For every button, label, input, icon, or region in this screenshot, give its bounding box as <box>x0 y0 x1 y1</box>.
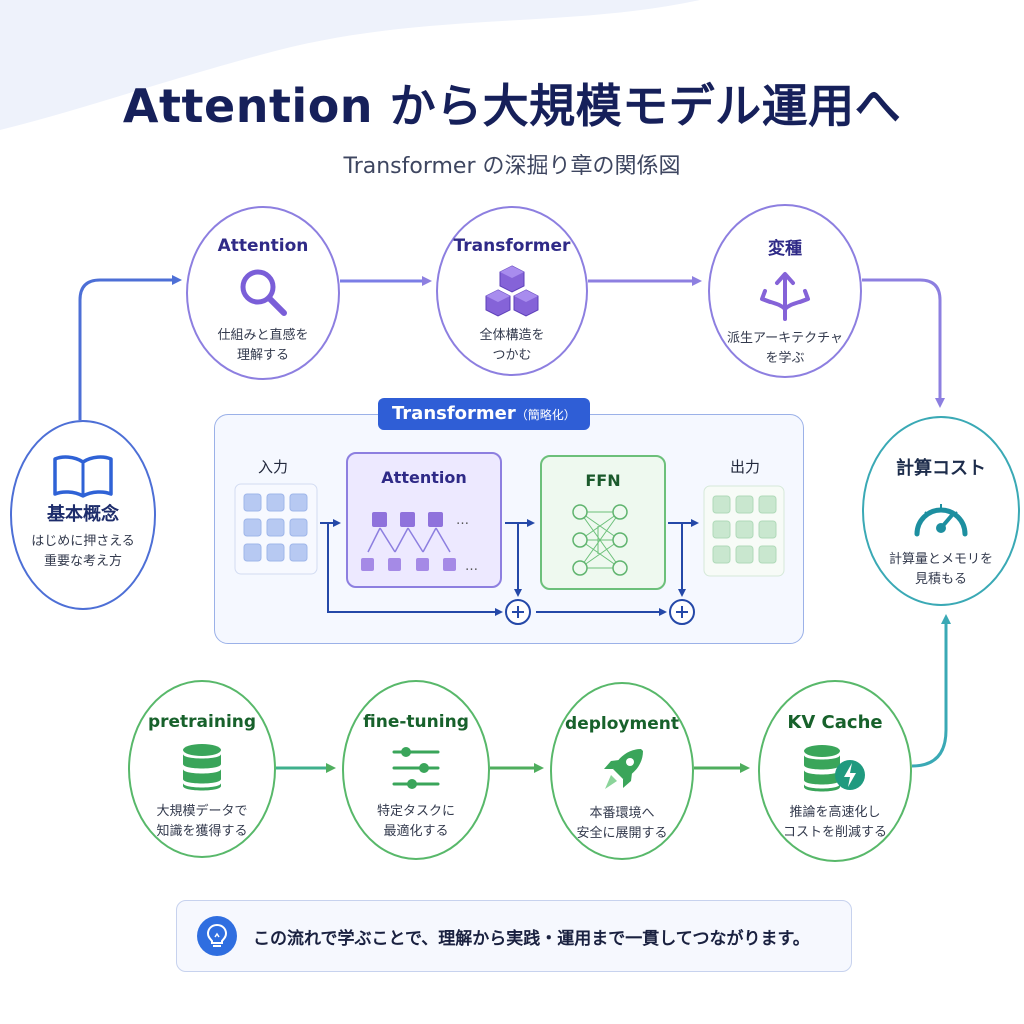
arrow-variants-to-compute <box>862 278 945 408</box>
summary-note-text: この流れで学ぶことで、理解から実践・運用まで一貫してつながります。 <box>253 928 810 949</box>
node-pretraining: pretraining 大規模データで 知識を獲得する <box>128 680 276 858</box>
node-pretraining-desc: 大規模データで 知識を獲得する <box>156 804 248 839</box>
node-variants: 変種 派生アーキテクチャ を学ぶ <box>708 204 862 378</box>
node-finetuning-title: fine-tuning <box>363 712 469 732</box>
database-bolt-icon <box>802 741 868 797</box>
arrow-basics-to-attention <box>78 275 182 420</box>
node-deployment: deployment 本番環境へ 安全に展開する <box>550 682 694 860</box>
panel-label-main: Transformer <box>392 403 516 424</box>
panel-ffn-box: FFN <box>540 455 666 590</box>
attention-token-graph <box>361 512 456 571</box>
panel-ffn-title: FFN <box>585 471 621 490</box>
node-basics: 基本概念 はじめに押さえる 重要な考え方 <box>10 420 156 610</box>
transformer-panel-label: Transformer（簡略化） <box>378 398 590 430</box>
node-compute-title: 計算コスト <box>896 458 986 479</box>
node-finetuning-desc: 特定タスクに 最適化する <box>376 804 455 839</box>
page-subtitle: Transformer の深掘り章の関係図 <box>343 154 681 179</box>
node-kvcache-desc: 推論を高速化し コストを削減する <box>782 805 887 840</box>
node-variants-title: 変種 <box>768 239 802 259</box>
input-token-grid <box>234 483 318 575</box>
output-token-grid <box>703 485 785 577</box>
node-transformer-title: Transformer <box>453 236 571 256</box>
page-title: Attention から大規模モデル運用へ <box>122 79 902 133</box>
attention-ellipsis-top: … <box>456 513 469 528</box>
cubes-icon <box>482 264 542 320</box>
panel-input-label: 入力 <box>258 458 289 476</box>
lightbulb-icon <box>197 916 237 956</box>
database-icon <box>180 740 224 796</box>
book-icon <box>52 452 114 500</box>
node-compute-desc: 計算量とメモリを 見積もる <box>888 552 993 587</box>
attention-ellipsis-bottom: … <box>465 559 478 574</box>
node-variants-desc: 派生アーキテクチャ を学ぶ <box>726 331 844 366</box>
branch-arrows-icon <box>757 267 813 323</box>
node-finetuning: fine-tuning 特定タスクに 最適化する <box>342 680 490 860</box>
add-node-1 <box>505 599 531 625</box>
node-transformer-desc: 全体構造を つかむ <box>479 328 545 363</box>
node-compute: 計算コスト 計算量とメモリを 見積もる <box>862 416 1020 606</box>
node-attention: Attention 仕組みと直感を 理解する <box>186 206 340 380</box>
node-kvcache: KV Cache 推論を高速化し コストを削減する <box>758 680 912 862</box>
node-deployment-desc: 本番環境へ 安全に展開する <box>576 806 668 841</box>
node-deployment-title: deployment <box>565 714 679 734</box>
residual-path-1 <box>327 523 503 616</box>
ffn-network-icon <box>572 504 628 576</box>
node-pretraining-title: pretraining <box>147 712 257 732</box>
summary-note: この流れで学ぶことで、理解から実践・運用まで一貫してつながります。 <box>176 900 852 972</box>
panel-label-sub: （簡略化） <box>515 408 576 422</box>
node-transformer: Transformer 全体構造を つかむ <box>436 206 588 376</box>
node-kvcache-title: KV Cache <box>787 712 883 733</box>
node-basics-desc: はじめに押さえる 重要な考え方 <box>31 534 135 569</box>
node-basics-title: 基本概念 <box>47 504 119 525</box>
node-attention-title: Attention <box>217 236 309 256</box>
node-attention-desc: 仕組みと直感を 理解する <box>217 328 309 363</box>
background-wave <box>0 0 700 130</box>
gauge-icon <box>911 488 971 544</box>
panel-attention-title: Attention <box>381 468 467 487</box>
magnifier-icon <box>237 264 289 320</box>
arrow-kvcache-to-compute <box>911 614 951 768</box>
sliders-icon <box>390 740 442 796</box>
add-node-2 <box>669 599 695 625</box>
rocket-icon <box>597 742 647 798</box>
panel-output-label: 出力 <box>730 458 761 476</box>
